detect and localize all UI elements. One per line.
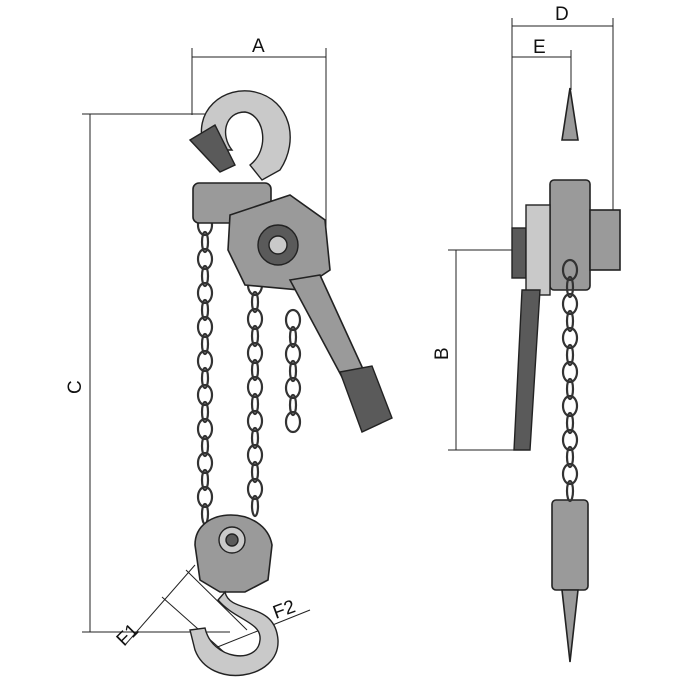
chain-link (561, 292, 579, 316)
chain-link (288, 359, 298, 383)
chain-link (196, 451, 214, 475)
chain-link (565, 479, 575, 503)
chain-link (196, 417, 214, 441)
load-chain (196, 213, 302, 526)
chain-link (288, 393, 298, 417)
chain-link (196, 247, 214, 271)
dimension-b: B (432, 249, 520, 451)
chain-link (250, 324, 260, 348)
chain-link (200, 298, 210, 322)
label-d: D (555, 4, 569, 25)
dimension-d-e: D E (511, 4, 614, 240)
chain-link (250, 460, 260, 484)
chain-link (196, 281, 214, 305)
chain-link (200, 230, 210, 254)
chain-link (200, 332, 210, 356)
chain-link (200, 468, 210, 492)
label-e: E (533, 37, 546, 58)
chain-link (196, 383, 214, 407)
chain-link (565, 275, 575, 299)
chain-link (246, 341, 264, 365)
side-view (511, 87, 621, 663)
chain-link (565, 445, 575, 469)
label-c: C (65, 380, 86, 394)
chain-link (561, 360, 579, 384)
chain-link (200, 400, 210, 424)
chain-link (565, 343, 575, 367)
label-b: B (432, 347, 453, 360)
chain-link (246, 477, 264, 501)
chain-link (284, 342, 302, 366)
top-hook (188, 90, 291, 181)
chain-link (200, 366, 210, 390)
bottom-block (194, 514, 273, 593)
chain-link (561, 394, 579, 418)
chain-link (246, 409, 264, 433)
chain-link (196, 315, 214, 339)
chain-link (284, 376, 302, 400)
chain-link (200, 434, 210, 458)
chain-link (565, 309, 575, 333)
chain-link (561, 462, 579, 486)
label-f2: F2 (270, 596, 298, 623)
label-f1: F1 (113, 620, 144, 651)
chain-link (196, 349, 214, 373)
chain-link (250, 494, 260, 518)
chain-link (561, 428, 579, 452)
chain-link (250, 426, 260, 450)
chain-link (561, 258, 579, 282)
hoist-body (192, 182, 393, 433)
chain-link (561, 326, 579, 350)
chain-link (200, 264, 210, 288)
dimension-a: A (191, 36, 327, 230)
bottom-hook (189, 590, 279, 677)
chain-link (246, 443, 264, 467)
chain-link (565, 411, 575, 435)
chain-link (284, 308, 302, 332)
chain-link (284, 410, 302, 434)
chain-link (196, 485, 214, 509)
chain-link (288, 325, 298, 349)
chain-link (246, 375, 264, 399)
chain-link (250, 290, 260, 314)
label-a: A (252, 36, 265, 57)
chain-link (246, 307, 264, 331)
chain-link (250, 392, 260, 416)
side-chain (561, 258, 579, 503)
chain-link (250, 358, 260, 382)
chain-link (565, 377, 575, 401)
